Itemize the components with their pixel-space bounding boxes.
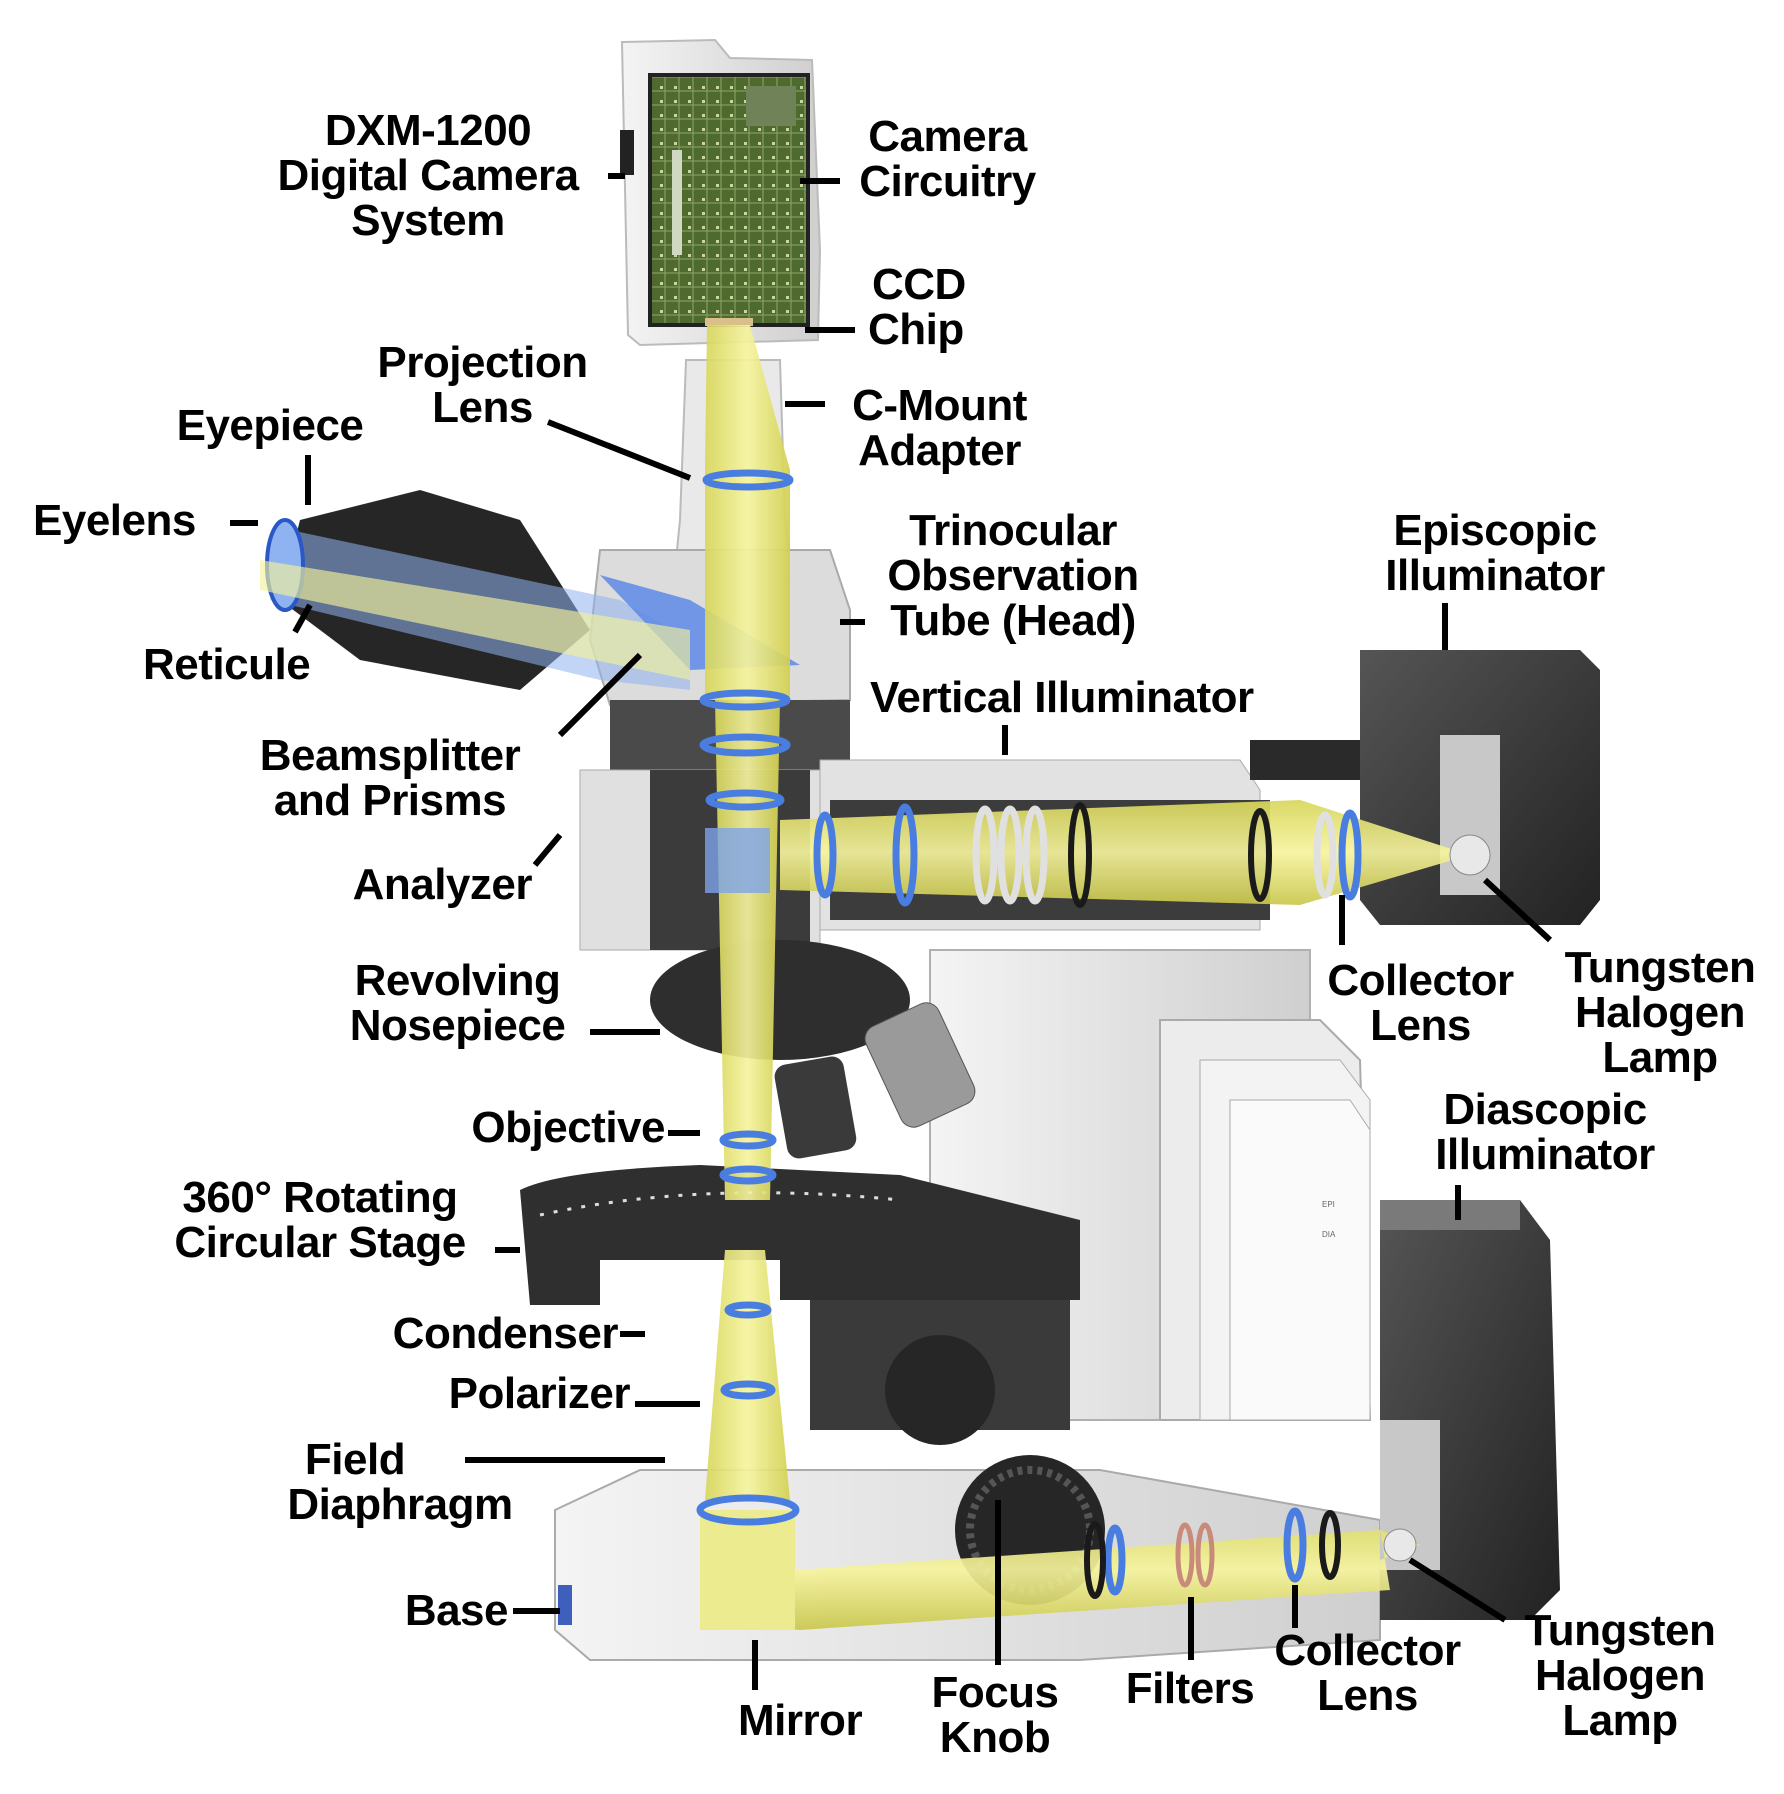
- label-tungsten-halogen-lamp-top: Tungsten Halogen Lamp: [1545, 945, 1775, 1080]
- label-line: Revolving: [354, 956, 561, 1005]
- label-filters: Filters: [1100, 1666, 1280, 1711]
- label-eyepiece: Eyepiece: [155, 403, 385, 448]
- nosepiece: [650, 940, 976, 1159]
- label-line: Observation: [887, 551, 1139, 600]
- label-beamsplitter-and-prisms: Beamsplitter and Prisms: [230, 733, 550, 823]
- label-line: Mirror: [737, 1696, 863, 1745]
- label-mirror: Mirror: [720, 1698, 880, 1743]
- label-analyzer: Analyzer: [300, 860, 533, 909]
- label-line: Episcopic: [1393, 506, 1597, 555]
- label-line: Circular Stage: [174, 1218, 466, 1267]
- label-line: Diascopic: [1443, 1085, 1647, 1134]
- label-line: Lamp: [1602, 1033, 1718, 1082]
- label-episcopic-illuminator: Episcopic Illuminator: [1360, 508, 1630, 598]
- label-diascopic-illuminator: Diascopic Illuminator: [1410, 1087, 1680, 1177]
- label-line: CCD: [872, 260, 966, 309]
- label-line: DXM-1200: [324, 106, 532, 155]
- label-line: Lens: [1370, 1001, 1471, 1050]
- label-vertical-illuminator: Vertical Illuminator: [870, 675, 1254, 720]
- dia-mark: DIA: [1322, 1230, 1336, 1239]
- label-line: Reticule: [143, 640, 311, 689]
- label-line: Eyelens: [33, 496, 196, 545]
- label-reticule: Reticule: [143, 640, 311, 689]
- label-line: Diaphragm: [287, 1480, 513, 1529]
- label-line: Base: [404, 1586, 509, 1635]
- label-projection-lens: Projection Lens: [355, 340, 610, 430]
- label-polarizer: Polarizer: [380, 1369, 631, 1418]
- label-dxm-1200-camera-system: DXM-1200 Digital Camera System: [248, 108, 608, 243]
- dark-rings: [1068, 802, 1341, 1599]
- label-ccd-chip: CCD Chip: [868, 262, 966, 352]
- label-line: Tube (Head): [890, 596, 1136, 645]
- label-line: Analyzer: [352, 860, 533, 909]
- label-line: 360° Rotating: [182, 1173, 458, 1222]
- label-line: Illuminator: [1435, 1130, 1655, 1179]
- label-line: Objective: [471, 1103, 665, 1152]
- label-collector-lens-top: Collector Lens: [1308, 958, 1533, 1048]
- label-line: Projection: [377, 338, 588, 387]
- label-tungsten-halogen-lamp-bottom: Tungsten Halogen Lamp: [1505, 1608, 1735, 1743]
- label-base: Base: [360, 1586, 509, 1635]
- label-line: Focus: [931, 1668, 1059, 1717]
- diascopic-bulb: [1383, 1528, 1417, 1562]
- leader-lines: [230, 173, 1553, 1690]
- beamsplitter-cube: [705, 828, 770, 893]
- label-field-diaphragm: Field Diaphragm: [255, 1437, 545, 1527]
- base-logo: [558, 1585, 572, 1625]
- label-line: and Prisms: [273, 776, 507, 825]
- label-line: Vertical Illuminator: [870, 673, 1254, 722]
- label-line: Lamp: [1562, 1696, 1678, 1745]
- light-path: [260, 325, 1470, 1630]
- label-objective: Objective: [400, 1105, 665, 1150]
- label-line: Filters: [1125, 1664, 1255, 1713]
- camera-body: [620, 38, 822, 347]
- label-line: Halogen: [1574, 988, 1746, 1037]
- label-line: Condenser: [392, 1309, 619, 1358]
- label-focus-knob: Focus Knob: [910, 1670, 1080, 1760]
- label-eyelens: Eyelens: [33, 498, 196, 543]
- label-line: Illuminator: [1385, 551, 1605, 600]
- diascopic-lamphouse: [1380, 1200, 1560, 1620]
- episcopic-bulb: [1449, 834, 1491, 876]
- label-line: Chip: [868, 305, 964, 354]
- lens-rings: [696, 469, 1362, 1596]
- label-line: Polarizer: [448, 1369, 631, 1418]
- label-camera-circuitry: Camera Circuitry: [840, 114, 1055, 204]
- label-rotating-circular-stage: 360° Rotating Circular Stage: [140, 1175, 500, 1265]
- label-line: Trinocular: [909, 506, 1117, 555]
- label-line: Halogen: [1534, 1651, 1706, 1700]
- filter-rings: [972, 805, 1337, 905]
- label-line: Nosepiece: [349, 1001, 566, 1050]
- label-line: Collector: [1327, 956, 1514, 1005]
- label-c-mount-adapter: C-Mount Adapter: [832, 383, 1047, 473]
- label-line: Lens: [432, 383, 533, 432]
- label-line: System: [351, 196, 505, 245]
- label-line: Lens: [1317, 1671, 1418, 1720]
- label-line: Eyepiece: [176, 401, 364, 450]
- epi-mark: EPI: [1322, 1200, 1335, 1209]
- bottom-filters: [1175, 1522, 1215, 1588]
- label-line: Beamsplitter: [259, 731, 521, 780]
- label-line: Tungsten: [1564, 943, 1756, 992]
- label-line: Circuitry: [859, 157, 1036, 206]
- circular-stage: [520, 1165, 1080, 1445]
- label-line: Adapter: [858, 426, 1021, 475]
- label-collector-lens-bottom: Collector Lens: [1255, 1628, 1480, 1718]
- label-condenser: Condenser: [330, 1309, 619, 1358]
- label-revolving-nosepiece: Revolving Nosepiece: [325, 958, 590, 1048]
- label-line: Digital Camera: [277, 151, 579, 200]
- label-line: Tungsten: [1524, 1606, 1716, 1655]
- label-trinocular-observation-tube: Trinocular Observation Tube (Head): [868, 508, 1158, 643]
- label-line: Collector: [1274, 1626, 1461, 1675]
- label-line: C-Mount: [852, 381, 1027, 430]
- label-line: Knob: [939, 1713, 1051, 1762]
- label-line: Field: [304, 1435, 406, 1484]
- label-line: Camera: [868, 112, 1027, 161]
